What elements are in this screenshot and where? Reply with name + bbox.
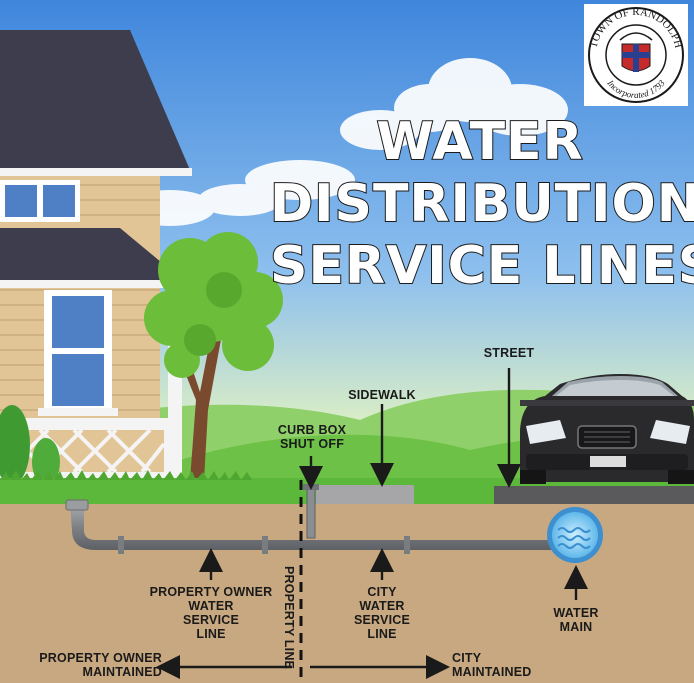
- sidewalk-label: SIDEWALK: [348, 388, 416, 402]
- street-label: STREET: [483, 346, 535, 360]
- sidewalk-slab: [316, 485, 414, 505]
- water-main-label: WATER MAIN: [540, 606, 612, 634]
- owner-line-2: WATER: [188, 599, 234, 613]
- city-maintained-label: CITY MAINTAINED: [452, 651, 552, 679]
- title-line-1: WATER: [375, 111, 584, 173]
- pointer-arrows: [156, 368, 588, 679]
- city-line-4: LINE: [367, 627, 397, 641]
- water-main-line-1: WATER: [553, 606, 599, 620]
- curb-box-label-line2: SHUT OFF: [279, 437, 345, 451]
- city-service-line-label: CITY WATER SERVICE LINE: [342, 585, 422, 641]
- owner-line-1: PROPERTY OWNER: [149, 585, 273, 599]
- owner-maintained-label: PROPERTY OWNER MAINTAINED: [18, 651, 162, 679]
- car: [520, 374, 694, 484]
- owner-line-4: LINE: [196, 627, 226, 641]
- city-line-3: SERVICE: [353, 613, 411, 627]
- owner-maintained-line-2: MAINTAINED: [82, 665, 162, 679]
- title-line-3: SERVICE LINES: [269, 235, 694, 297]
- tree: [144, 232, 283, 480]
- town-seal: TOWN OF RANDOLPH Incorporated 1793: [584, 4, 688, 106]
- water-main: [547, 507, 603, 563]
- street-surface: [494, 486, 694, 504]
- title-line-2: DISTRIBUTION: [269, 173, 694, 235]
- owner-service-line-label: PROPERTY OWNER WATER SERVICE LINE: [140, 585, 282, 641]
- property-line-label-wrap: PROPERTY LINE: [282, 566, 296, 670]
- curb-box-label-line1: CURB BOX: [277, 423, 347, 437]
- water-main-line-2: MAIN: [559, 620, 593, 634]
- city-maintained-line-2: MAINTAINED: [452, 665, 532, 679]
- owner-line-3: SERVICE: [182, 613, 240, 627]
- curb-box-label: CURB BOX SHUT OFF: [268, 423, 356, 451]
- property-line-label: PROPERTY LINE: [282, 566, 296, 670]
- city-maintained-line-1: CITY: [452, 651, 482, 665]
- city-line-1: CITY: [367, 585, 397, 599]
- city-line-2: WATER: [359, 599, 405, 613]
- owner-maintained-line-1: PROPERTY OWNER: [39, 651, 162, 665]
